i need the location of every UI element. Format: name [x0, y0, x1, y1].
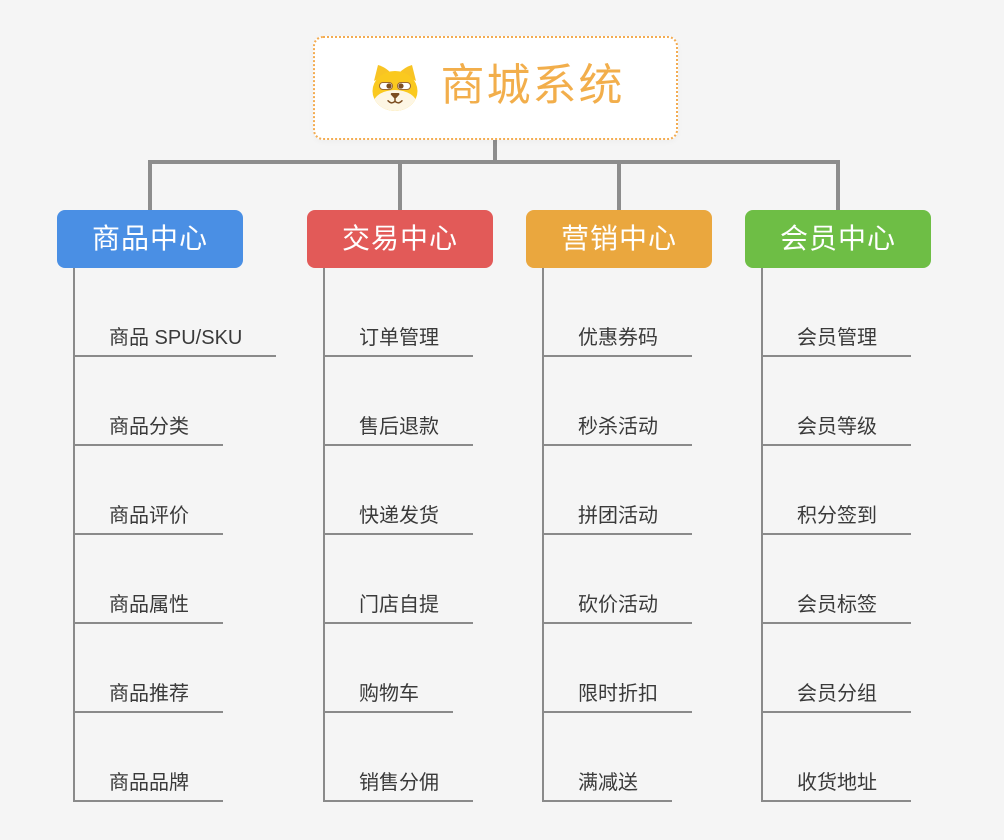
leaf-row: 会员等级 [763, 357, 931, 446]
leaf-node[interactable]: 会员等级 [763, 415, 911, 446]
branch-product-center: 商品中心 商品 SPU/SKU 商品分类 商品评价 商品属性 商品推荐 商品品牌 [57, 210, 277, 802]
leaf-node[interactable]: 拼团活动 [544, 504, 692, 535]
branch-node-product-center[interactable]: 商品中心 [57, 210, 243, 268]
leaf-list: 商品 SPU/SKU 商品分类 商品评价 商品属性 商品推荐 商品品牌 [73, 268, 277, 802]
connector-drop [836, 160, 840, 210]
leaf-row: 快递发货 [325, 446, 493, 535]
branch-label: 营销中心 [560, 223, 677, 254]
leaf-row: 会员标签 [763, 535, 931, 624]
leaf-node[interactable]: 门店自提 [325, 593, 473, 624]
leaf-row: 商品推荐 [75, 624, 243, 713]
leaf-node[interactable]: 会员分组 [763, 682, 911, 713]
connector-trunk [148, 160, 840, 164]
leaf-row: 砍价活动 [544, 535, 712, 624]
branch-label: 交易中心 [341, 223, 458, 254]
leaf-row: 门店自提 [325, 535, 493, 624]
root-title: 商城系统 [440, 61, 625, 110]
leaf-node[interactable]: 收货地址 [763, 771, 911, 802]
connector-drop [148, 160, 152, 210]
branch-node-trade-center[interactable]: 交易中心 [307, 210, 493, 268]
connector-drop [398, 160, 402, 210]
leaf-row: 秒杀活动 [544, 357, 712, 446]
leaf-list: 优惠券码 秒杀活动 拼团活动 砍价活动 限时折扣 满减送 [542, 268, 712, 802]
leaf-node[interactable]: 秒杀活动 [544, 415, 692, 446]
leaf-node[interactable]: 商品属性 [75, 593, 223, 624]
branch-marketing-center: 营销中心 优惠券码 秒杀活动 拼团活动 砍价活动 限时折扣 满减送 [526, 210, 712, 802]
dog-face-icon [372, 65, 417, 111]
leaf-row: 商品评价 [75, 446, 243, 535]
leaf-node[interactable]: 优惠券码 [544, 326, 692, 357]
leaf-node[interactable]: 销售分佣 [325, 771, 473, 802]
leaf-node[interactable]: 满减送 [544, 771, 672, 802]
leaf-row: 商品分类 [75, 357, 243, 446]
leaf-list: 订单管理 售后退款 快递发货 门店自提 购物车 销售分佣 [323, 268, 493, 802]
leaf-row: 满减送 [544, 713, 712, 802]
leaf-row: 订单管理 [325, 268, 493, 357]
connector-drop [617, 160, 621, 210]
leaf-node[interactable]: 会员管理 [763, 326, 911, 357]
leaf-node[interactable]: 商品评价 [75, 504, 223, 535]
leaf-node[interactable]: 限时折扣 [544, 682, 692, 713]
leaf-row: 商品品牌 [75, 713, 243, 802]
branch-label: 会员中心 [779, 223, 896, 254]
branch-node-member-center[interactable]: 会员中心 [745, 210, 931, 268]
leaf-row: 会员分组 [763, 624, 931, 713]
leaf-node[interactable]: 订单管理 [325, 326, 473, 357]
leaf-row: 会员管理 [763, 268, 931, 357]
leaf-row: 拼团活动 [544, 446, 712, 535]
leaf-node[interactable]: 商品品牌 [75, 771, 223, 802]
leaf-row: 限时折扣 [544, 624, 712, 713]
leaf-row: 商品 SPU/SKU [75, 268, 277, 357]
connector-root-stub [493, 140, 497, 164]
root-node[interactable]: 商城系统 [313, 36, 678, 140]
leaf-row: 购物车 [325, 624, 493, 713]
leaf-node[interactable]: 快递发货 [325, 504, 473, 535]
leaf-row: 收货地址 [763, 713, 931, 802]
leaf-node[interactable]: 购物车 [325, 682, 453, 713]
leaf-node[interactable]: 售后退款 [325, 415, 473, 446]
leaf-node[interactable]: 会员标签 [763, 593, 911, 624]
branch-trade-center: 交易中心 订单管理 售后退款 快递发货 门店自提 购物车 销售分佣 [307, 210, 493, 802]
leaf-node[interactable]: 积分签到 [763, 504, 911, 535]
leaf-node[interactable]: 商品 SPU/SKU [75, 326, 277, 357]
leaf-node[interactable]: 商品推荐 [75, 682, 223, 713]
leaf-row: 优惠券码 [544, 268, 712, 357]
leaf-node[interactable]: 商品分类 [75, 415, 223, 446]
leaf-node[interactable]: 砍价活动 [544, 593, 692, 624]
branch-member-center: 会员中心 会员管理 会员等级 积分签到 会员标签 会员分组 收货地址 [745, 210, 931, 802]
leaf-row: 销售分佣 [325, 713, 493, 802]
branch-label: 商品中心 [91, 223, 208, 254]
leaf-list: 会员管理 会员等级 积分签到 会员标签 会员分组 收货地址 [761, 268, 931, 802]
leaf-row: 积分签到 [763, 446, 931, 535]
branch-node-marketing-center[interactable]: 营销中心 [526, 210, 712, 268]
leaf-row: 商品属性 [75, 535, 243, 624]
leaf-row: 售后退款 [325, 357, 493, 446]
